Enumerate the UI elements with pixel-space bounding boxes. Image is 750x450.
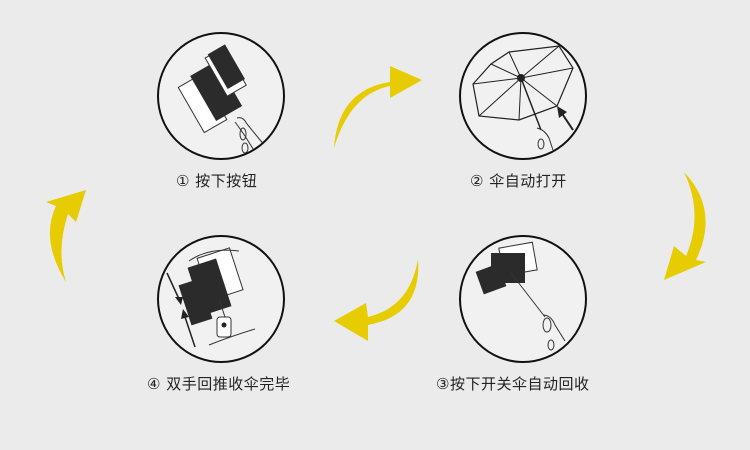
arrow-down-curved-icon: [664, 172, 706, 280]
folded-umbrella-press-icon: [177, 44, 266, 154]
step-1-label: ① 按下按钮: [176, 172, 258, 190]
step-2-illustration: [459, 32, 587, 160]
step-4-illustration: [157, 235, 285, 363]
umbrella-retracting-icon: [475, 241, 566, 351]
step-1-illustration: [157, 32, 285, 160]
arrow-right-curved-icon: [334, 66, 422, 148]
step-3-label: ③按下开关伞自动回收: [436, 375, 590, 393]
step-2-label: ② 伞自动打开: [470, 172, 567, 190]
open-umbrella-icon: [472, 45, 574, 151]
push-umbrella-closed-icon: [166, 247, 256, 348]
arrow-left-curved-icon: [334, 259, 419, 341]
step-3-illustration: [459, 235, 587, 363]
step-4-label: ④ 双手回推收伞完毕: [147, 375, 291, 393]
arrow-up-curved-icon: [46, 190, 86, 282]
